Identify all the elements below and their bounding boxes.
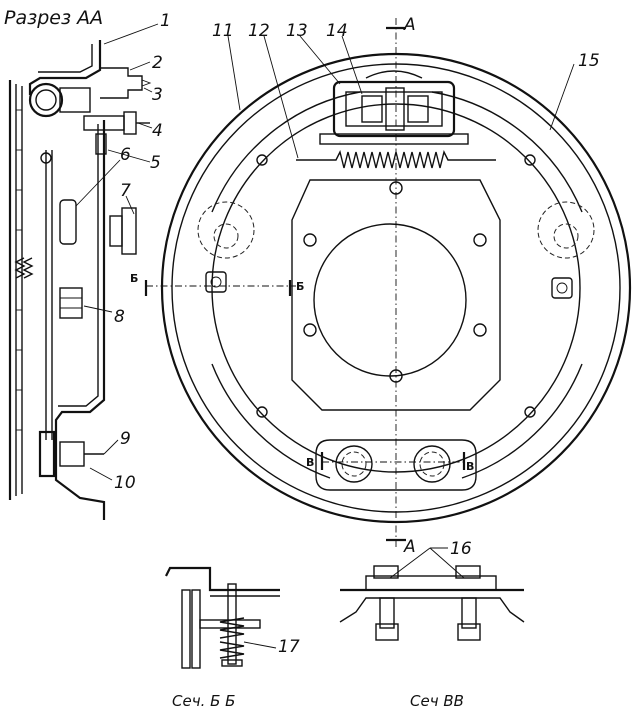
section-mark-b-right: Б [296, 280, 304, 293]
callout-4: 4 [152, 121, 163, 141]
callout-2: 2 [152, 53, 163, 73]
callout-13: 13 [286, 21, 308, 41]
section-mark-a-top: А [403, 15, 416, 35]
callout-17: 17 [278, 637, 300, 657]
section-bb-title: Сеч. Б Б [172, 692, 235, 710]
section-mark-b-left: Б [130, 272, 138, 285]
callout-10: 10 [114, 473, 136, 493]
callout-5: 5 [150, 153, 161, 173]
callout-6: 6 [120, 145, 131, 165]
section-vv-title: Сеч ВВ [410, 692, 464, 710]
callout-11: 11 [212, 21, 234, 41]
main-brake-view: 11 12 13 14 15 А А Б Б В В [130, 15, 632, 557]
callout-1: 1 [160, 11, 171, 31]
callout-8: 8 [114, 307, 125, 327]
callout-12: 12 [248, 21, 270, 41]
callout-7: 7 [120, 181, 131, 201]
callout-14: 14 [326, 21, 348, 41]
section-bb-view: 17 Сеч. Б Б [165, 566, 300, 710]
section-aa-view: Разрез АА 1 2 3 4 5 6 7 8 9 10 [4, 7, 171, 520]
section-vv-view: 16 Сеч ВВ [339, 539, 525, 710]
lining-hatch [16, 109, 22, 431]
callout-15: 15 [578, 51, 600, 71]
wheel-cylinder [319, 70, 469, 145]
section-aa-title: Разрез АА [4, 7, 103, 29]
callout-16: 16 [450, 539, 472, 559]
section-mark-a-bottom: А [403, 537, 416, 557]
section-mark-v-right: В [466, 460, 474, 473]
callout-9: 9 [120, 429, 131, 449]
return-spring [296, 149, 496, 169]
callout-3: 3 [152, 85, 163, 105]
section-mark-v-left: В [306, 456, 314, 469]
